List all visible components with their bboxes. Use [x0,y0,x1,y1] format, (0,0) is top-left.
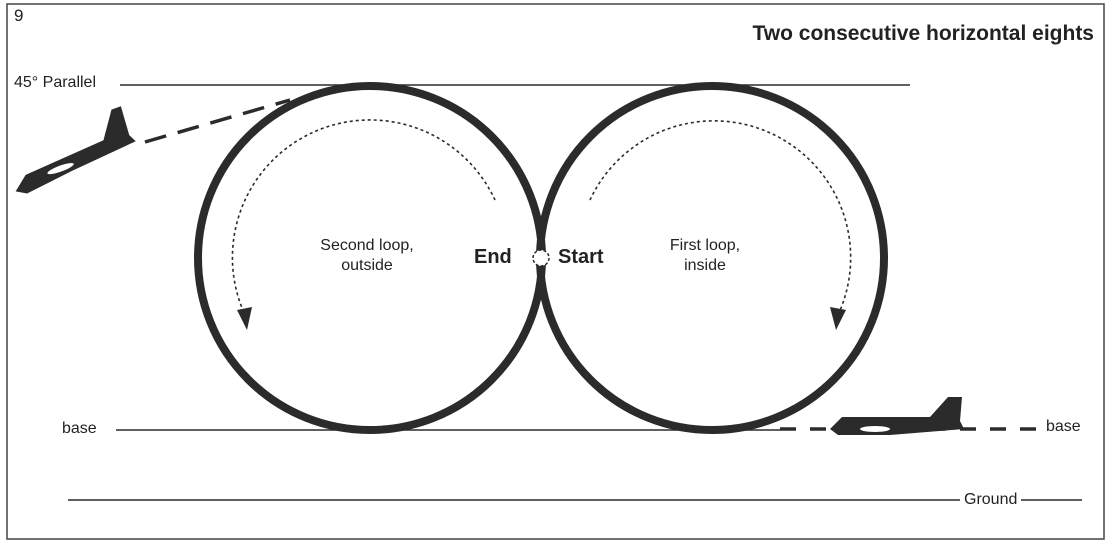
parallel-label: 45° Parallel [14,74,98,92]
first-loop-direction-arrow [589,120,852,316]
second-loop-label-line1: Second loop, [320,237,414,254]
second-loop-arrowhead [237,307,252,330]
second-loop-label-line2: outside [341,257,393,274]
start-label: Start [558,246,604,268]
first-loop-label-line2: inside [684,257,726,274]
first-loop-label: First loop, inside [640,236,770,276]
airplane-icon-right [830,397,964,435]
second-loop-direction-arrow [231,119,496,316]
base-label-right: base [1046,418,1081,435]
figure-title: Two consecutive horizontal eights [752,22,1095,45]
airplane-icon-left [15,106,136,194]
second-loop-label: Second loop, outside [302,236,432,276]
first-loop-label-line1: First loop, [669,237,741,254]
figure-number: 9 [14,6,24,25]
figure-border [6,3,1105,540]
ground-label: Ground [960,491,1022,509]
entry-dashed-path [144,98,291,144]
start-end-marker [532,249,550,267]
base-label-left: base [62,420,97,437]
first-loop-arrowhead [830,307,846,330]
end-label: End [474,246,512,268]
